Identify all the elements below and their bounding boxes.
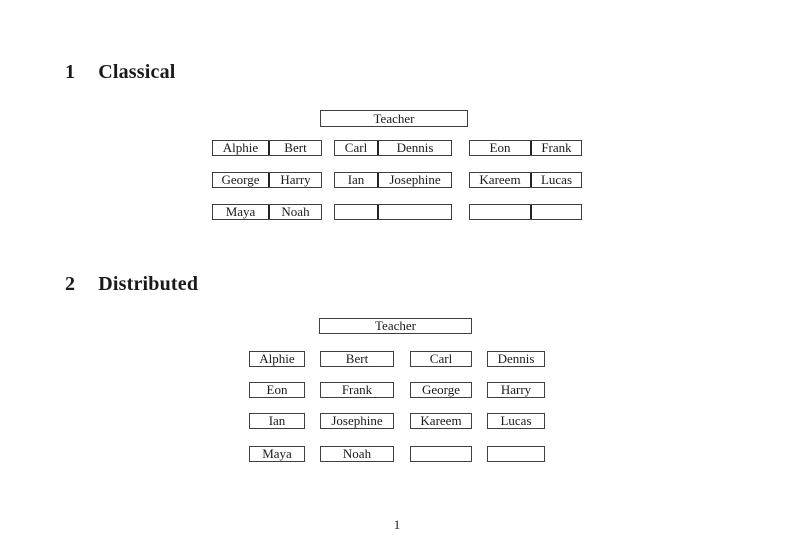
seat-empty [410, 446, 472, 462]
seat-empty [487, 446, 545, 462]
seat: Lucas [487, 413, 545, 429]
desk: Ian Josephine [334, 172, 452, 188]
desk: George Harry [212, 172, 322, 188]
seat-left: Carl [335, 141, 379, 155]
seat: George [410, 382, 472, 398]
desk: Carl Dennis [334, 140, 452, 156]
seat: Alphie [249, 351, 305, 367]
desk: Maya Noah [212, 204, 322, 220]
seat: Dennis [487, 351, 545, 367]
desk-empty [334, 204, 452, 220]
seat-left: George [213, 173, 270, 187]
seat: Eon [249, 382, 305, 398]
seat-right: Noah [281, 205, 310, 219]
section-number: 2 [65, 273, 76, 295]
section-heading-classical: 1 Classical [65, 61, 176, 84]
seat-right: Lucas [540, 173, 573, 187]
seat: Harry [487, 382, 545, 398]
seat-right: Frank [541, 141, 572, 155]
seat: Bert [320, 351, 394, 367]
seat: Kareem [410, 413, 472, 429]
seat-left: Alphie [213, 141, 270, 155]
teacher-box: Teacher [319, 318, 472, 334]
seat-left: Maya [213, 205, 270, 219]
desk: Alphie Bert [212, 140, 322, 156]
section-title: Distributed [98, 273, 199, 295]
seat: Frank [320, 382, 394, 398]
desk: Eon Frank [469, 140, 582, 156]
section-number: 1 [65, 61, 76, 83]
seat-right: Harry [280, 173, 311, 187]
seat-right: Bert [284, 141, 307, 155]
seat-right-empty [532, 205, 581, 219]
teacher-box: Teacher [320, 110, 468, 127]
seat-left-empty [335, 205, 379, 219]
seat: Ian [249, 413, 305, 429]
seat-left: Eon [470, 141, 532, 155]
seat-right-empty [379, 205, 451, 219]
seat: Carl [410, 351, 472, 367]
seat: Josephine [320, 413, 394, 429]
seat-right: Dennis [396, 141, 434, 155]
section-heading-distributed: 2 Distributed [65, 273, 198, 296]
desk-empty [469, 204, 582, 220]
seat: Noah [320, 446, 394, 462]
seat-left: Ian [335, 173, 379, 187]
seat: Maya [249, 446, 305, 462]
desk: Kareem Lucas [469, 172, 582, 188]
seat-left: Kareem [470, 173, 532, 187]
seat-left-empty [470, 205, 532, 219]
section-title: Classical [98, 61, 176, 83]
page-number: 1 [393, 517, 401, 532]
seat-right: Josephine [389, 173, 441, 187]
